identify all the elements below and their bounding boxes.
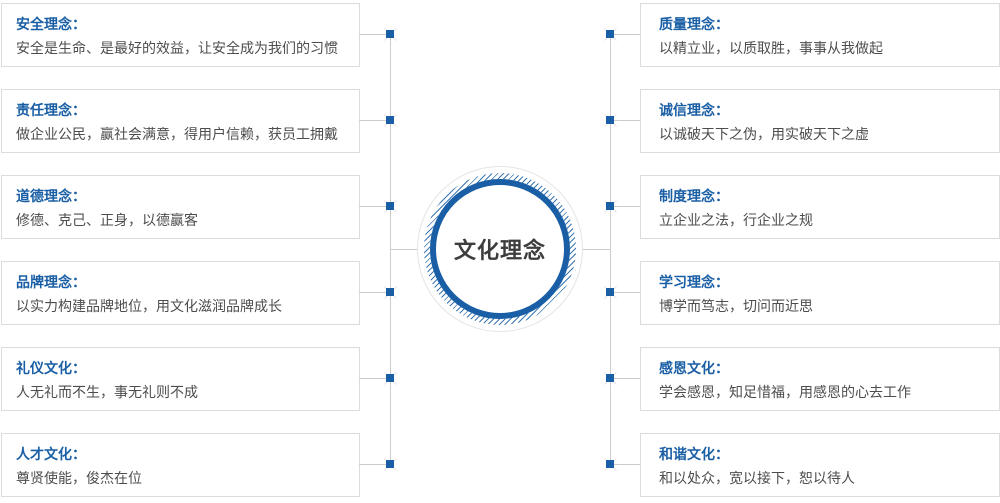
- concept-card-etiquette: 礼仪文化： 人无礼而不生，事无礼则不成: [1, 347, 360, 411]
- connector-line-to-circle: [582, 249, 610, 250]
- card-title: 感恩文化：: [659, 360, 729, 376]
- card-desc: 人无礼而不生，事无礼则不成: [16, 384, 198, 400]
- card-title: 责任理念：: [16, 102, 86, 118]
- connector-line-to-circle: [390, 249, 418, 250]
- connector-line: [359, 206, 390, 207]
- card-title: 礼仪文化：: [16, 360, 86, 376]
- card-title: 道德理念：: [16, 188, 86, 204]
- card-desc: 以实力构建品牌地位，用文化滋润品牌成长: [16, 298, 282, 314]
- connector-line: [610, 292, 640, 293]
- connector-node-icon: [606, 288, 614, 296]
- left-connector-spine: [390, 35, 391, 465]
- card-content: 责任理念： 做企业公民，赢社会满意，得用户信赖，获员工拥戴: [2, 90, 359, 144]
- card-desc: 以诚破天下之伪，用实破天下之虚: [659, 126, 869, 142]
- card-desc: 以精立业，以质取胜，事事从我做起: [659, 40, 883, 56]
- concept-card-learning: 学习理念： 博学而笃志，切问而近思: [640, 261, 1000, 325]
- connector-node-icon: [386, 116, 394, 124]
- concept-card-brand: 品牌理念： 以实力构建品牌地位，用文化滋润品牌成长: [1, 261, 360, 325]
- connector-line: [610, 120, 640, 121]
- card-content: 感恩文化： 学会感恩，知足惜福，用感恩的心去工作: [641, 348, 999, 402]
- concept-card-talent: 人才文化： 尊贤使能，俊杰在位: [1, 433, 360, 497]
- connector-line: [359, 34, 390, 35]
- connector-node-icon: [606, 116, 614, 124]
- concept-card-morality: 道德理念： 修德、克己、正身，以德赢客: [1, 175, 360, 239]
- connector-line: [359, 378, 390, 379]
- card-title: 和谐文化：: [659, 446, 729, 462]
- card-title: 质量理念：: [659, 16, 729, 32]
- card-content: 制度理念： 立企业之法，行企业之规: [641, 176, 999, 230]
- connector-node-icon: [386, 202, 394, 210]
- card-content: 礼仪文化： 人无礼而不生，事无礼则不成: [2, 348, 359, 402]
- concept-card-responsibility: 责任理念： 做企业公民，赢社会满意，得用户信赖，获员工拥戴: [1, 89, 360, 153]
- connector-line: [610, 378, 640, 379]
- connector-node-icon: [386, 30, 394, 38]
- card-content: 诚信理念： 以诚破天下之伪，用实破天下之虚: [641, 90, 999, 144]
- concept-card-harmony: 和谐文化： 和以处众，宽以接下，恕以待人: [640, 433, 1000, 497]
- card-title: 制度理念：: [659, 188, 729, 204]
- card-desc: 做企业公民，赢社会满意，得用户信赖，获员工拥戴: [16, 126, 338, 142]
- connector-line: [610, 464, 640, 465]
- card-desc: 尊贤使能，俊杰在位: [16, 470, 142, 486]
- connector-line: [610, 34, 640, 35]
- card-desc: 立企业之法，行企业之规: [659, 212, 813, 228]
- connector-line: [359, 120, 390, 121]
- card-content: 道德理念： 修德、克己、正身，以德赢客: [2, 176, 359, 230]
- connector-node-icon: [606, 460, 614, 468]
- connector-node-icon: [386, 288, 394, 296]
- card-content: 质量理念： 以精立业，以质取胜，事事从我做起: [641, 4, 999, 58]
- card-desc: 和以处众，宽以接下，恕以待人: [659, 470, 855, 486]
- connector-node-icon: [606, 30, 614, 38]
- card-content: 品牌理念： 以实力构建品牌地位，用文化滋润品牌成长: [2, 262, 359, 316]
- card-title: 安全理念：: [16, 16, 86, 32]
- connector-node-icon: [386, 374, 394, 382]
- concept-card-quality: 质量理念： 以精立业，以质取胜，事事从我做起: [640, 3, 1000, 67]
- connector-line: [359, 292, 390, 293]
- card-desc: 安全是生命、是最好的效益，让安全成为我们的习惯: [16, 40, 338, 56]
- concept-card-institution: 制度理念： 立企业之法，行企业之规: [640, 175, 1000, 239]
- card-title: 品牌理念：: [16, 274, 86, 290]
- center-circle: 文化理念: [430, 179, 570, 319]
- connector-node-icon: [606, 374, 614, 382]
- center-circle-label: 文化理念: [453, 238, 546, 263]
- concept-card-safety: 安全理念： 安全是生命、是最好的效益，让安全成为我们的习惯: [1, 3, 360, 67]
- concept-card-integrity: 诚信理念： 以诚破天下之伪，用实破天下之虚: [640, 89, 1000, 153]
- connector-line: [359, 464, 390, 465]
- connector-line: [610, 206, 640, 207]
- card-desc: 修德、克己、正身，以德赢客: [16, 212, 198, 228]
- card-content: 人才文化： 尊贤使能，俊杰在位: [2, 434, 359, 488]
- connector-node-icon: [606, 202, 614, 210]
- card-content: 学习理念： 博学而笃志，切问而近思: [641, 262, 999, 316]
- connector-node-icon: [386, 460, 394, 468]
- concept-card-gratitude: 感恩文化： 学会感恩，知足惜福，用感恩的心去工作: [640, 347, 1000, 411]
- card-desc: 学会感恩，知足惜福，用感恩的心去工作: [659, 384, 911, 400]
- card-content: 和谐文化： 和以处众，宽以接下，恕以待人: [641, 434, 999, 488]
- card-desc: 博学而笃志，切问而近思: [659, 298, 813, 314]
- card-title: 学习理念：: [659, 274, 729, 290]
- card-title: 诚信理念：: [659, 102, 729, 118]
- right-connector-spine: [610, 35, 611, 465]
- card-content: 安全理念： 安全是生命、是最好的效益，让安全成为我们的习惯: [2, 4, 359, 58]
- card-title: 人才文化：: [16, 446, 86, 462]
